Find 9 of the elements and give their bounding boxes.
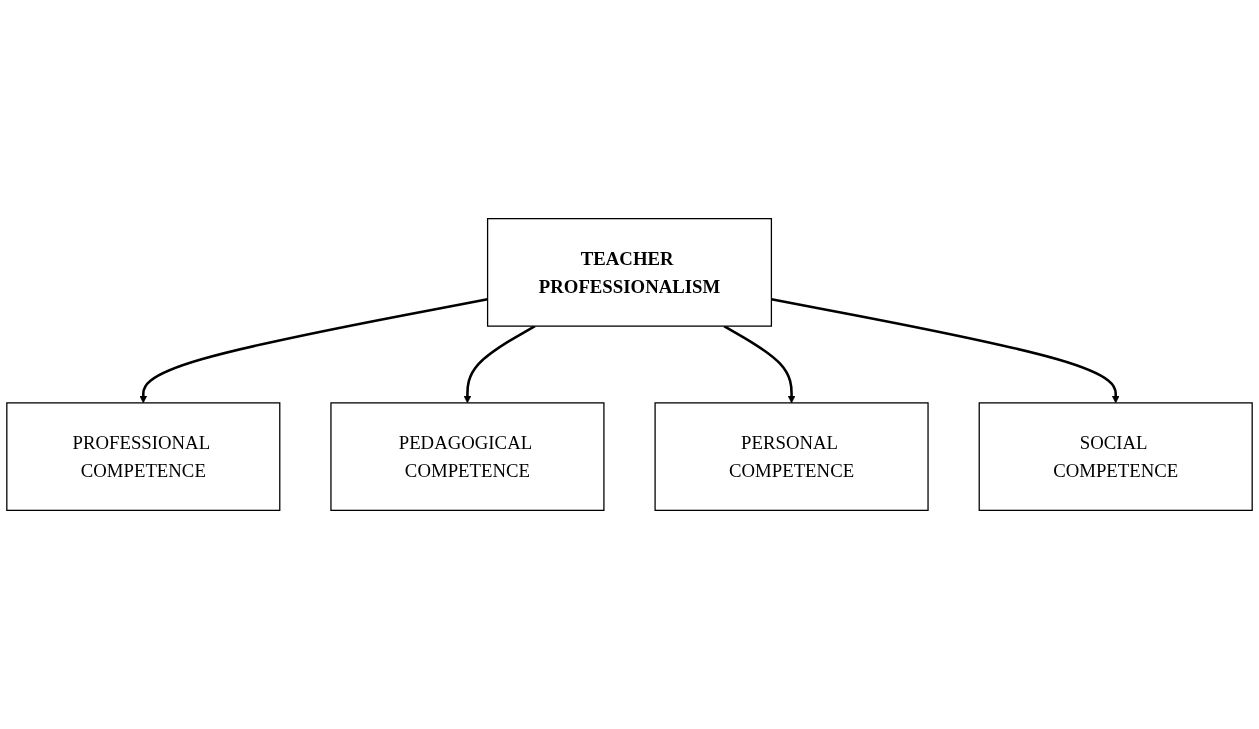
arrow [463, 325, 536, 404]
node-box: PEDAGOGICAL COMPETENCE [330, 402, 605, 511]
arrow [723, 325, 796, 404]
node-box: PROFESSIONAL COMPETENCE [6, 402, 281, 511]
node-box: PERSONAL COMPETENCE [654, 402, 929, 511]
node-box: SOCIAL COMPETENCE [978, 402, 1253, 511]
arrow [771, 298, 1120, 404]
arrow [139, 298, 488, 404]
node-box: TEACHER PROFESSIONALISM [486, 218, 773, 327]
